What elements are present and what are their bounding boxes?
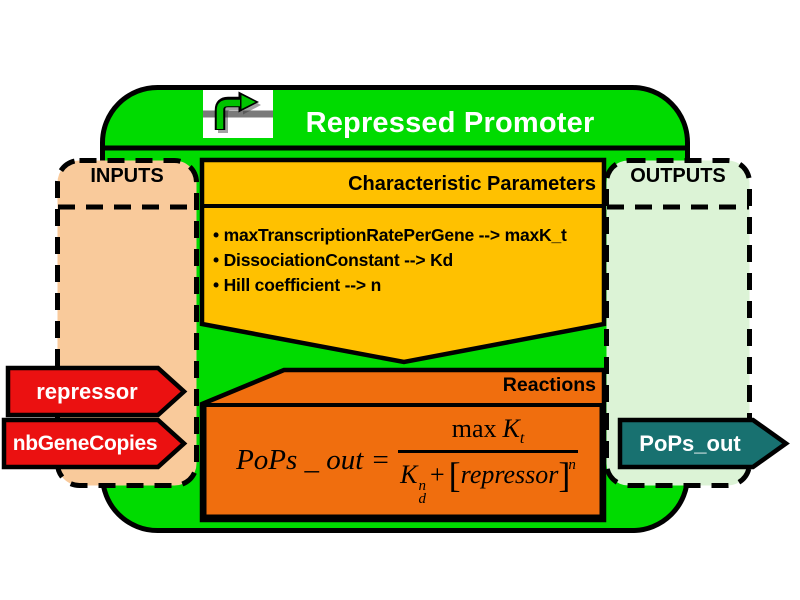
port-label-nbgenecopies[interactable]: nbGeneCopies [12,432,158,455]
icon-arrow [216,99,240,129]
port-arrow-repressor[interactable] [5,365,188,418]
port-label-pops-out[interactable]: PoPs_out [639,431,741,456]
promoter-arrow-icon [203,90,273,138]
outputs-panel [604,158,752,488]
parameters-panel [199,157,607,365]
outputs-panel-title: OUTPUTS [630,165,726,187]
parameters-list: • maxTranscriptionRatePerGene --> maxK_t… [213,223,605,298]
inputs-panel-title: INPUTS [90,165,164,187]
icon-dna-line [203,110,273,118]
formula-box [202,403,604,519]
parameters-section-title: Characteristic Parameters [348,173,596,195]
icon-arrowhead [241,95,256,109]
port-label-repressor[interactable]: repressor [36,379,138,404]
module-title: Repressed Promoter [305,107,595,139]
parameter-item: • DissociationConstant --> Kd [213,250,453,270]
reactions-section-title: Reactions [502,374,596,396]
parameter-item: • Hill coefficient --> n [213,275,382,295]
equation-lhs: PoPs _ out = [236,443,391,476]
port-arrow-nbgenecopies[interactable] [1,417,188,470]
parameter-item: • maxTranscriptionRatePerGene --> maxK_t [213,225,567,245]
port-arrow-pops-out[interactable] [617,417,790,470]
